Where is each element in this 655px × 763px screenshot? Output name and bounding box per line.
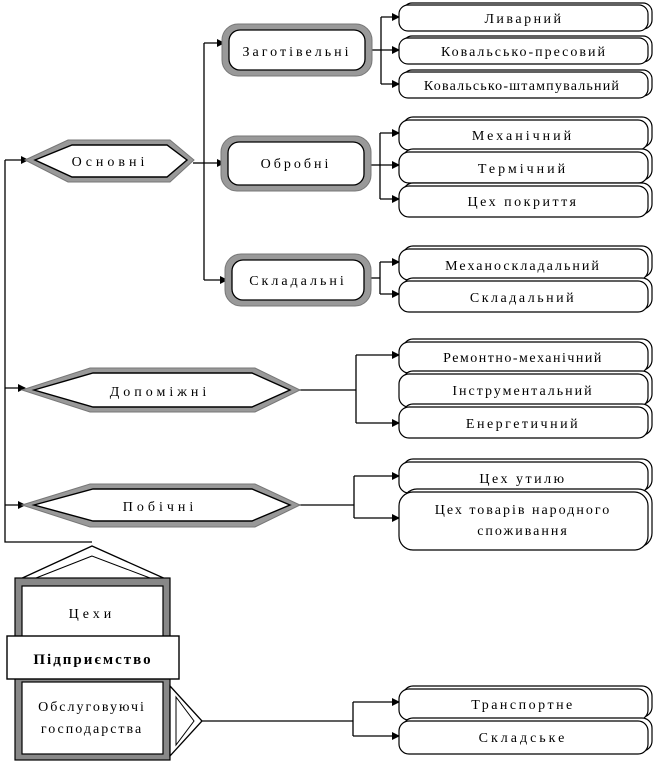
category-auxiliary: Допоміжні xyxy=(20,367,302,413)
connector-lines xyxy=(4,13,400,740)
shop-box: Механоскладальний xyxy=(398,245,653,281)
subcategory-processing-label: Обробні xyxy=(261,157,332,172)
service-units: Транспортне Складське xyxy=(398,685,653,755)
auxiliary-shops: Ремонтно-механічний Інструментальний Ене… xyxy=(398,338,653,439)
shop-label-line2: споживання xyxy=(477,524,569,539)
assembly-shops: Механоскладальний Складальний xyxy=(398,245,653,313)
shop-label: Ливарний xyxy=(484,12,563,27)
category-side: Побічні xyxy=(20,483,302,528)
shop-box: Цех покриття xyxy=(398,182,653,218)
enterprise-title-banner xyxy=(6,635,180,680)
shop-label: Ремонтно-механічний xyxy=(443,351,603,366)
shop-box: Механічний xyxy=(398,116,653,151)
subcategory-processing: Обробні xyxy=(220,135,372,192)
shop-label-line1: Цех товарів народного xyxy=(435,503,612,518)
shop-box: Ковальсько-пресовий xyxy=(398,35,653,65)
shop-box: Енергетичний xyxy=(398,403,653,439)
processing-shops: Механічний Термічний Цех покриття xyxy=(398,116,653,218)
service-pointer-inner xyxy=(175,695,195,747)
shop-label: Механоскладальний xyxy=(445,259,601,274)
subcategory-assembly-label: Складальні xyxy=(249,274,347,289)
unit-box: Складське xyxy=(398,717,653,755)
subcategory-assembly: Складальні xyxy=(224,253,372,307)
shop-box: Ливарний xyxy=(398,2,653,32)
shop-box: Інструментальний xyxy=(398,370,653,408)
procurement-shops: Ливарний Ковальсько-пресовий Ковальсько-… xyxy=(398,2,653,99)
shop-box: Термічний xyxy=(398,148,653,184)
shop-label: Ковальсько-пресовий xyxy=(441,45,607,60)
category-main: Основні xyxy=(23,139,195,183)
shop-box: Цех товарів народного споживання xyxy=(398,488,653,551)
service-label-line1: Обслуговуючі xyxy=(38,700,146,715)
side-shops: Цех утилю Цех товарів народного споживан… xyxy=(398,458,653,551)
shop-label: Механічний xyxy=(472,129,574,144)
category-main-label: Основні xyxy=(72,155,149,170)
unit-label: Транспортне xyxy=(471,698,575,713)
subcategory-procurement-label: Заготівельні xyxy=(243,45,352,60)
unit-box: Транспортне xyxy=(398,685,653,721)
enterprise-block: Цехи Обслуговуючі господарства Підприємс… xyxy=(6,545,203,761)
category-auxiliary-label: Допоміжні xyxy=(110,385,211,400)
shop-label: Термічний xyxy=(478,162,568,177)
shop-label: Інструментальний xyxy=(452,384,593,399)
shop-box: Цех утилю xyxy=(398,458,653,494)
subcategory-procurement: Заготівельні xyxy=(221,23,373,77)
shop-box: Складальний xyxy=(398,277,653,313)
category-side-label: Побічні xyxy=(123,500,198,515)
unit-label: Складське xyxy=(479,731,568,746)
shop-label: Енергетичний xyxy=(466,417,580,432)
shop-box: Ремонтно-механічний xyxy=(398,338,653,374)
shop-label: Цех утилю xyxy=(479,472,566,487)
spine-line xyxy=(4,160,92,543)
shops-label: Цехи xyxy=(69,607,116,622)
shop-label: Цех покриття xyxy=(468,195,579,210)
service-panel xyxy=(21,681,164,755)
enterprise-title: Підприємство xyxy=(33,652,152,668)
shop-label: Складальний xyxy=(470,291,576,306)
shop-box: Ковальсько-штампувальний xyxy=(398,69,653,99)
service-label-line2: господарства xyxy=(41,722,143,737)
shop-label: Ковальсько-штампувальний xyxy=(424,79,620,94)
